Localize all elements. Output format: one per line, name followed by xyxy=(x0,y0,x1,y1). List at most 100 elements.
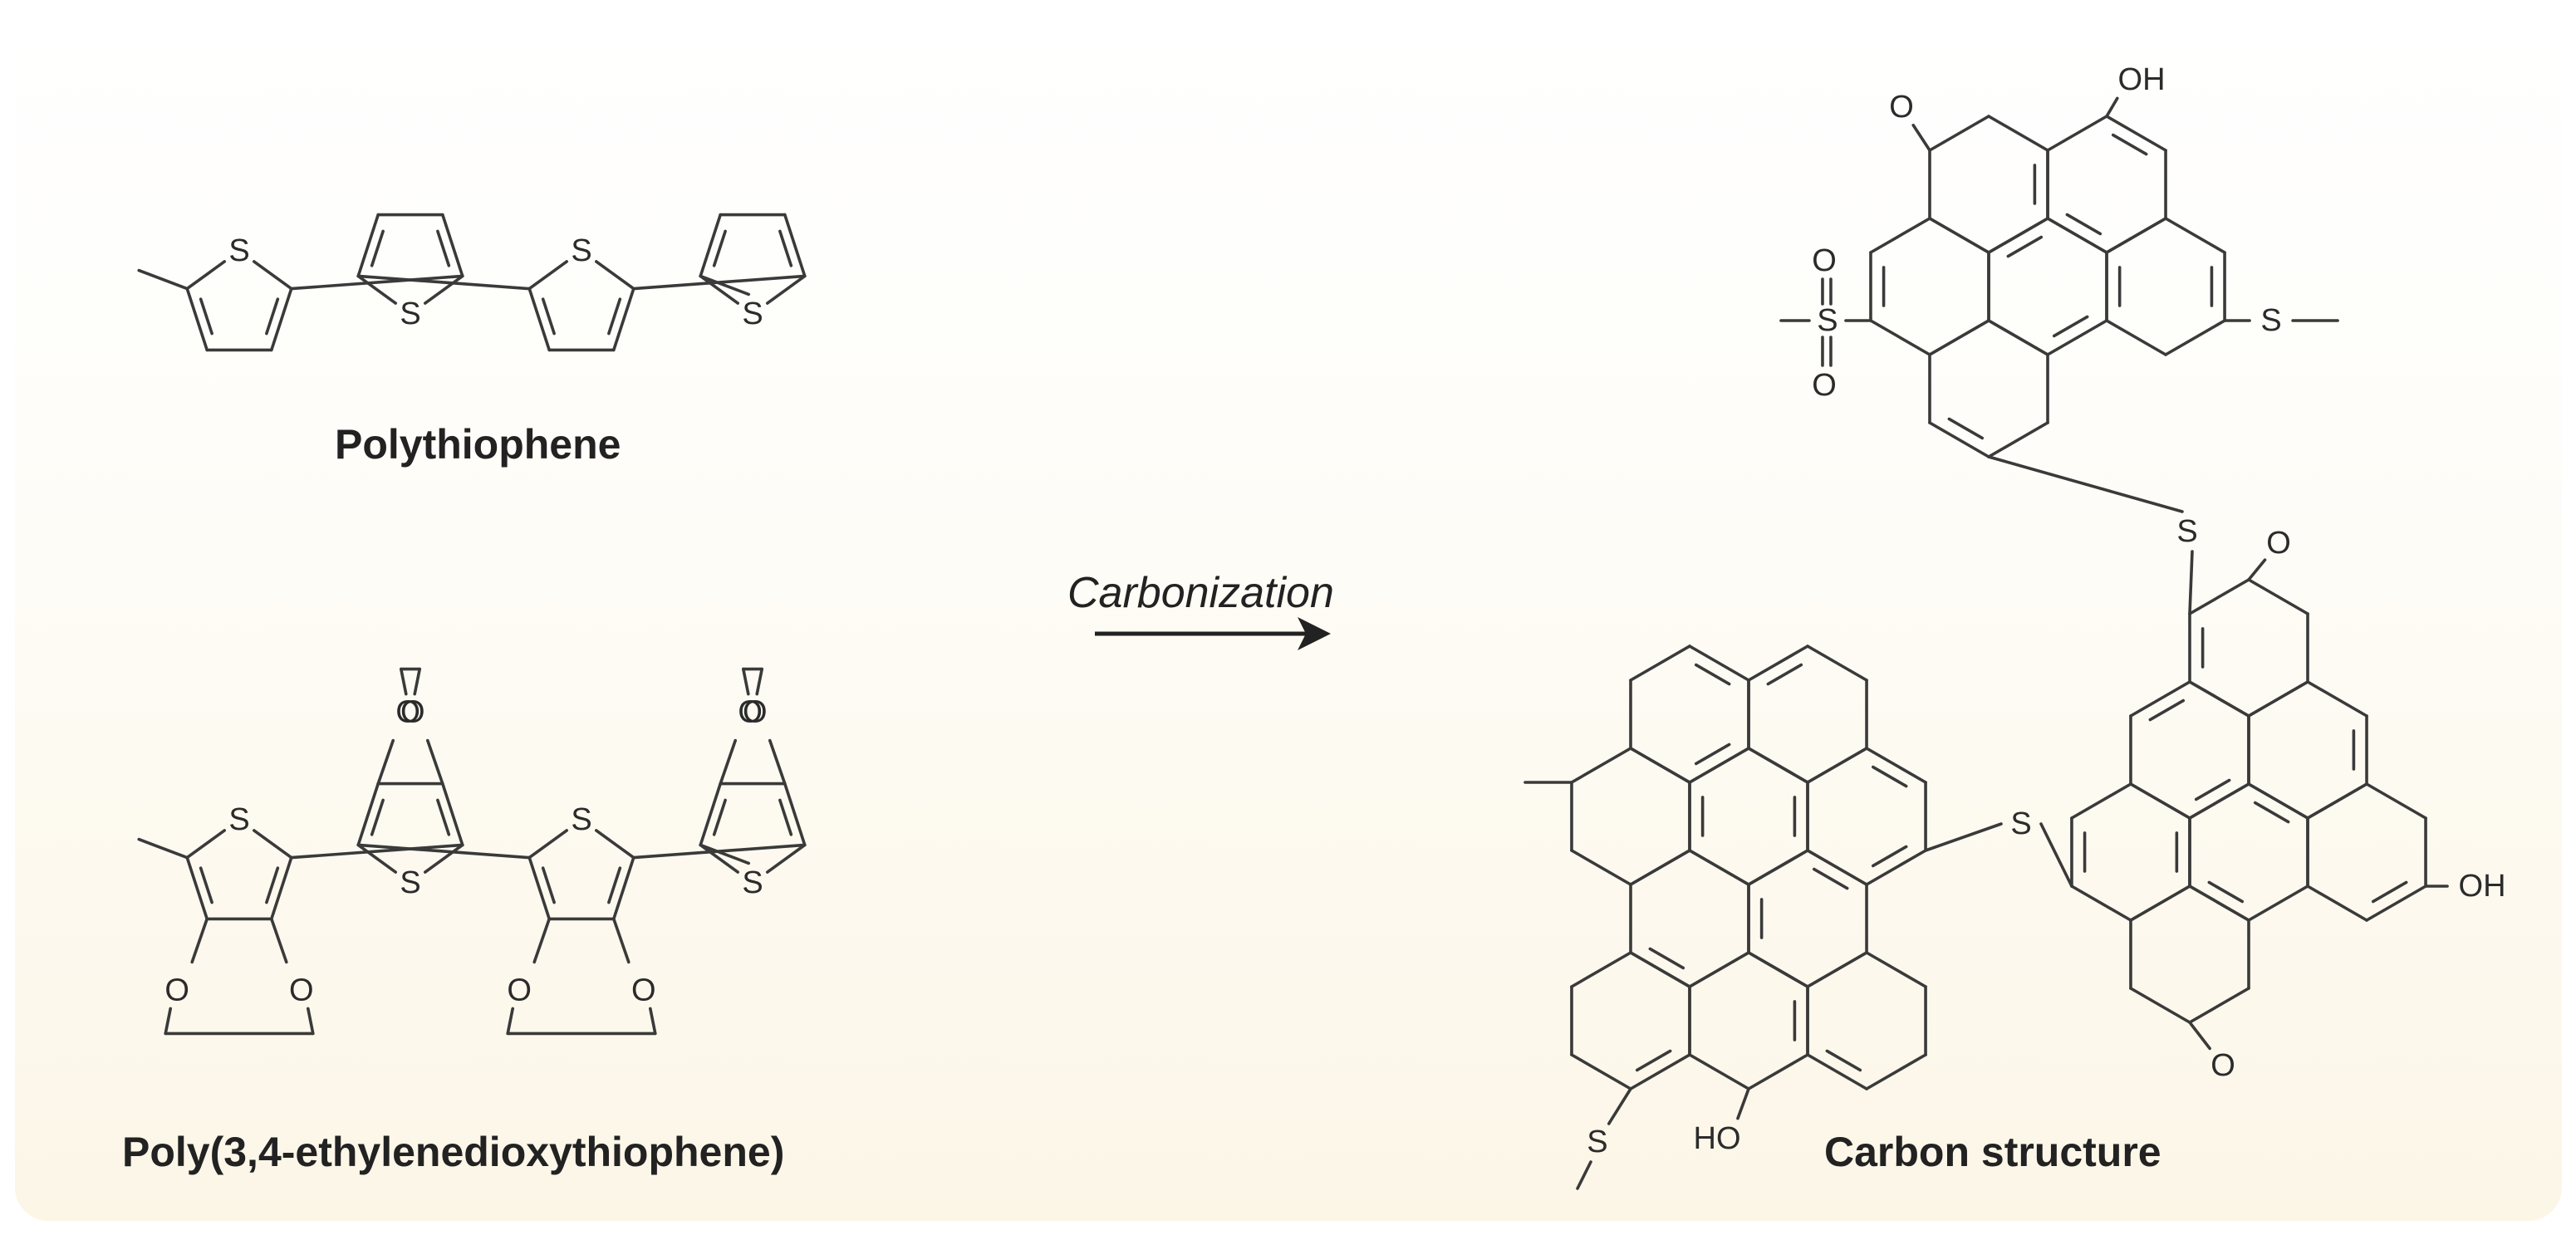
oxygen-atom: O xyxy=(743,695,768,730)
c-o-bond xyxy=(768,738,787,786)
ring-bond xyxy=(1806,747,1868,784)
ring-double-bond xyxy=(1871,765,1908,788)
ring-double-bond xyxy=(712,229,727,267)
ring-bond xyxy=(2247,885,2309,922)
ring-double-bond xyxy=(199,297,213,336)
ring-bond xyxy=(423,274,464,305)
ring-bond xyxy=(527,260,569,291)
ring-bond xyxy=(1688,1053,1750,1090)
arrow-label: Carbonization xyxy=(1067,569,1334,617)
methyl-bond xyxy=(699,843,751,865)
ring-bond xyxy=(1865,849,1927,886)
ring-bond xyxy=(765,274,807,305)
ring-bond xyxy=(1688,951,1750,988)
c-o-bond xyxy=(376,738,395,786)
ring-bond xyxy=(783,782,807,847)
ring-bond xyxy=(2188,680,2250,718)
ketone-oxygen: O xyxy=(2266,526,2291,561)
ring-bond xyxy=(269,287,293,352)
ring-double-bond xyxy=(2148,698,2186,722)
ring-bond xyxy=(1629,747,1691,784)
linking-bond xyxy=(1924,822,2003,852)
ring-double-bond xyxy=(541,866,556,904)
ring-bond xyxy=(527,829,569,860)
sulfur-atom: S xyxy=(228,233,249,268)
ring-bond xyxy=(269,855,293,921)
o-c-bond xyxy=(399,667,408,696)
sulfonyl-oxygen: O xyxy=(1812,243,1837,278)
ring-double-bond xyxy=(778,229,793,267)
sulfur-atom: S xyxy=(228,802,249,837)
ring-double-bond xyxy=(436,229,451,267)
ring-bond xyxy=(2306,680,2368,718)
ring-bond xyxy=(423,843,464,874)
ring-bond xyxy=(1570,747,1632,784)
ring-bond xyxy=(1987,217,2049,254)
oxygen-atom: O xyxy=(395,695,420,730)
ring-bond xyxy=(2247,680,2309,718)
ring-double-bond xyxy=(265,297,280,336)
ring-bond xyxy=(1629,1053,1691,1090)
ring-bond xyxy=(356,843,398,874)
ring-bond xyxy=(1688,849,1750,886)
sulfur-atom: S xyxy=(571,802,591,837)
oxygen-atom: O xyxy=(400,695,425,730)
ring-double-bond xyxy=(607,297,622,336)
c-o-bond xyxy=(611,917,631,964)
sulfur-atom: S xyxy=(400,865,420,900)
c-o-bond xyxy=(269,917,288,964)
ring-bond xyxy=(2188,885,2250,922)
c-o-bond xyxy=(190,917,209,964)
substituent-bond xyxy=(2105,96,2119,118)
ring-double-bond xyxy=(2371,880,2408,904)
ring-bond xyxy=(2129,885,2191,922)
sulfur-atom: S xyxy=(571,233,591,268)
ring-bond xyxy=(1629,951,1691,988)
o-c-bond xyxy=(648,1007,657,1036)
polythiophene-title: Polythiophene xyxy=(335,421,621,468)
linking-bond xyxy=(2188,550,2194,615)
ring-bond xyxy=(2164,217,2226,254)
ring-bond xyxy=(2188,987,2250,1024)
ring-bond xyxy=(2365,782,2427,820)
o-c-bond xyxy=(755,667,764,696)
ring-double-bond xyxy=(2207,880,2245,904)
ring-bond xyxy=(2070,782,2132,820)
ring-bond xyxy=(1629,849,1691,886)
ring-bond xyxy=(2365,885,2427,922)
ring-bond xyxy=(1987,421,2049,458)
ring-bond xyxy=(440,213,464,278)
ring-bond xyxy=(2070,885,2132,922)
ring-bond xyxy=(1928,421,1990,458)
o-c-bond xyxy=(741,667,750,696)
linking-sulfur: S xyxy=(2010,806,2031,841)
ring-double-bond xyxy=(370,798,385,836)
ring-bond xyxy=(2046,319,2108,356)
ring-double-bond xyxy=(1766,663,1803,686)
hydroxyl-group: OH xyxy=(2118,62,2166,97)
carbon-structure-title: Carbon structure xyxy=(1824,1129,2161,1175)
ring-bond xyxy=(699,213,723,278)
ring-double-bond xyxy=(2111,133,2148,156)
ring-double-bond xyxy=(1648,947,1685,970)
inter-ring-bond xyxy=(356,843,532,860)
c-o-bond xyxy=(719,738,738,786)
ring-bond xyxy=(2306,885,2368,922)
substituent-bond xyxy=(2188,1021,2211,1051)
ring-bond xyxy=(185,260,227,291)
ring-bond xyxy=(1570,951,1632,988)
hydroxyl-group: OH xyxy=(2459,869,2506,904)
ring-bond xyxy=(252,260,293,291)
sulfur-atom: S xyxy=(400,296,420,331)
ring-bond xyxy=(699,843,740,874)
ring-bond xyxy=(2046,115,2108,152)
ring-bond xyxy=(527,855,552,921)
ring-bond xyxy=(1928,115,1990,152)
methyl-bond xyxy=(137,837,189,860)
ring-double-bond xyxy=(541,297,556,336)
ring-bond xyxy=(1869,319,1931,356)
ring-bond xyxy=(2046,217,2108,254)
ring-bond xyxy=(1747,644,1809,682)
ring-bond xyxy=(2188,782,2250,820)
